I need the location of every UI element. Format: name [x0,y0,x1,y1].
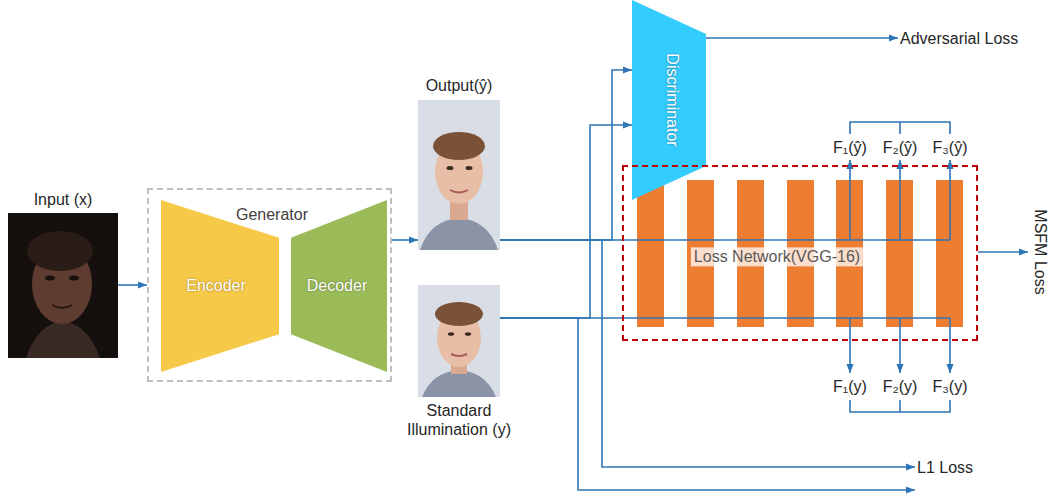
decoder-block: Decoder [291,200,387,372]
feature-tap-line [949,160,951,240]
node-label: Loss Network(VGG-16) [691,247,863,266]
feature-label: F₁(ŷ) [833,138,867,157]
standard-photo [451,354,467,356]
flow-arrow [500,70,632,240]
feature-tap-line [849,318,851,373]
standard-photo [465,332,471,336]
feature-bracket [850,400,950,412]
node-label: Adversarial Loss [898,28,1020,49]
decoder-block-outline [291,200,387,372]
node-label: MSFM Loss [1030,209,1049,294]
encoder-block: Encoder [161,200,279,372]
output-photo [420,218,498,250]
discriminator-block: Discriminator [632,0,706,200]
input-photo [69,276,79,281]
feature-tap-line [899,318,901,373]
standard-photo [418,285,500,397]
input-photo [52,305,72,308]
input-photo [27,231,93,271]
vgg-layer-bar [637,180,963,327]
node-label: Encoder [186,276,246,295]
feature-tap-line [849,160,851,240]
node-label: Input (x) [0,190,138,209]
output-photo [433,132,485,160]
flow-arrow [706,37,898,39]
input-photo [8,213,118,358]
standard-photo [418,285,500,397]
flow-arrow [500,239,622,241]
loss-output: L1 Loss [915,457,975,497]
node-label: Decoder [307,276,367,295]
feature-label: F₃(ŷ) [933,138,968,157]
output-photo [466,166,473,170]
flow-arrow [500,240,915,467]
node-label: Standard Illumination (y) [397,401,521,439]
discriminator-block-outline [632,0,706,200]
flow-arrow [392,239,418,241]
output-photo [418,100,500,250]
node-label: Output(ŷ) [394,76,524,95]
node-label: L1 Loss [915,457,975,478]
encoder-block-outline [161,200,279,372]
feature-label: F₂(y) [883,377,918,396]
flow-arrow [500,317,622,319]
feature-bracket [899,122,901,134]
flow-arrow [500,318,915,490]
node-label: Generator [236,205,308,224]
standard-photo [435,302,483,326]
flow-arrow [118,284,147,286]
vgg-layer-bar [637,180,664,327]
feature-tap-line [622,160,950,373]
standard-image: Standard Illumination (y) [418,285,500,450]
feature-tap-line [949,318,951,373]
feature-bracket [899,400,901,412]
loss-network-box: Loss Network(VGG-16) [622,165,978,341]
feature-label: F₃(y) [933,377,968,396]
input-photo [8,213,118,358]
feature-label: F₂(ŷ) [883,138,918,157]
loss-output: Adversarial Loss [898,28,1020,49]
node-label: Discriminator [662,53,681,146]
standard-photo [422,370,496,397]
feature-label: F₁(y) [833,377,867,396]
input-photo [45,276,55,281]
flow-arrow [978,251,1028,253]
output-photo [450,190,468,193]
input-photo [26,321,100,358]
input-image: Input (x) [8,190,118,358]
standard-photo [448,332,454,336]
loss-output: MSFM Loss [1028,200,1052,304]
feature-bracket [850,122,950,134]
output-photo [418,100,500,250]
output-photo [447,166,454,170]
feature-tap-line [899,160,901,240]
output-image: Output(ŷ) [418,76,500,252]
generator-box: GeneratorEncoder Decoder [147,188,392,382]
flow-arrow [500,125,632,318]
